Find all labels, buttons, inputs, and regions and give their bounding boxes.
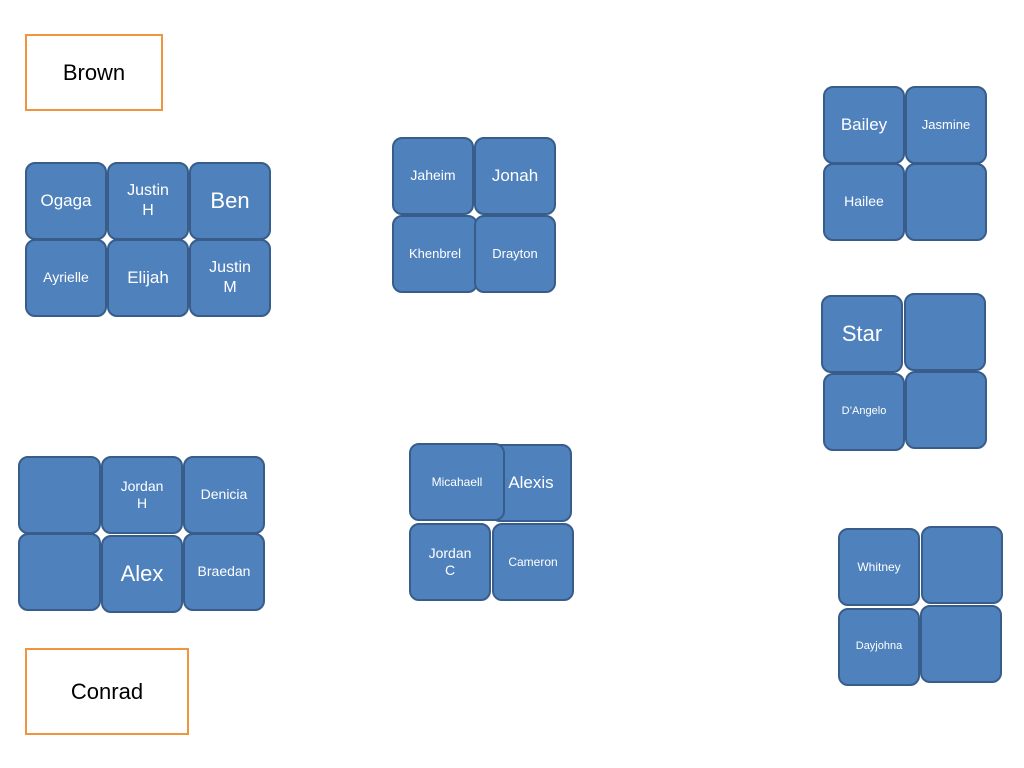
desk[interactable]: Ayrielle xyxy=(25,239,107,317)
desk[interactable] xyxy=(921,526,1003,604)
desk[interactable]: Denicia xyxy=(183,456,265,534)
desk[interactable] xyxy=(904,293,986,371)
desk[interactable]: Elijah xyxy=(107,239,189,317)
brown-label: Brown xyxy=(25,34,163,111)
desk[interactable]: Ogaga xyxy=(25,162,107,240)
brown-label-text: Brown xyxy=(62,59,126,85)
desk[interactable]: D’Angelo xyxy=(823,373,905,451)
desk[interactable]: Jasmine xyxy=(905,86,987,164)
desk[interactable] xyxy=(18,456,101,534)
desk[interactable]: Alex xyxy=(101,535,183,613)
desk[interactable]: Micahaell xyxy=(409,443,505,521)
desk[interactable]: Ben xyxy=(189,162,271,240)
conrad-label: Conrad xyxy=(25,648,189,735)
desk[interactable] xyxy=(18,533,101,611)
desk[interactable]: Jordan H xyxy=(101,456,183,534)
desk[interactable]: Whitney xyxy=(838,528,920,606)
desk[interactable] xyxy=(905,371,987,449)
desk[interactable]: Bailey xyxy=(823,86,905,164)
desk[interactable] xyxy=(920,605,1002,683)
desk[interactable]: Braedan xyxy=(183,533,265,611)
desk[interactable]: Justin M xyxy=(189,239,271,317)
desk[interactable]: Hailee xyxy=(823,163,905,241)
desk[interactable]: Cameron xyxy=(492,523,574,601)
desk[interactable]: Jordan C xyxy=(409,523,491,601)
desk[interactable]: Dayjohna xyxy=(838,608,920,686)
desk[interactable]: Drayton xyxy=(474,215,556,293)
desk[interactable]: Justin H xyxy=(107,162,189,240)
conrad-label-text: Conrad xyxy=(70,678,144,704)
desk[interactable]: Khenbrel xyxy=(392,215,478,293)
desk[interactable]: Jonah xyxy=(474,137,556,215)
desk[interactable]: Jaheim xyxy=(392,137,474,215)
desk[interactable] xyxy=(905,163,987,241)
desk[interactable]: Star xyxy=(821,295,903,373)
